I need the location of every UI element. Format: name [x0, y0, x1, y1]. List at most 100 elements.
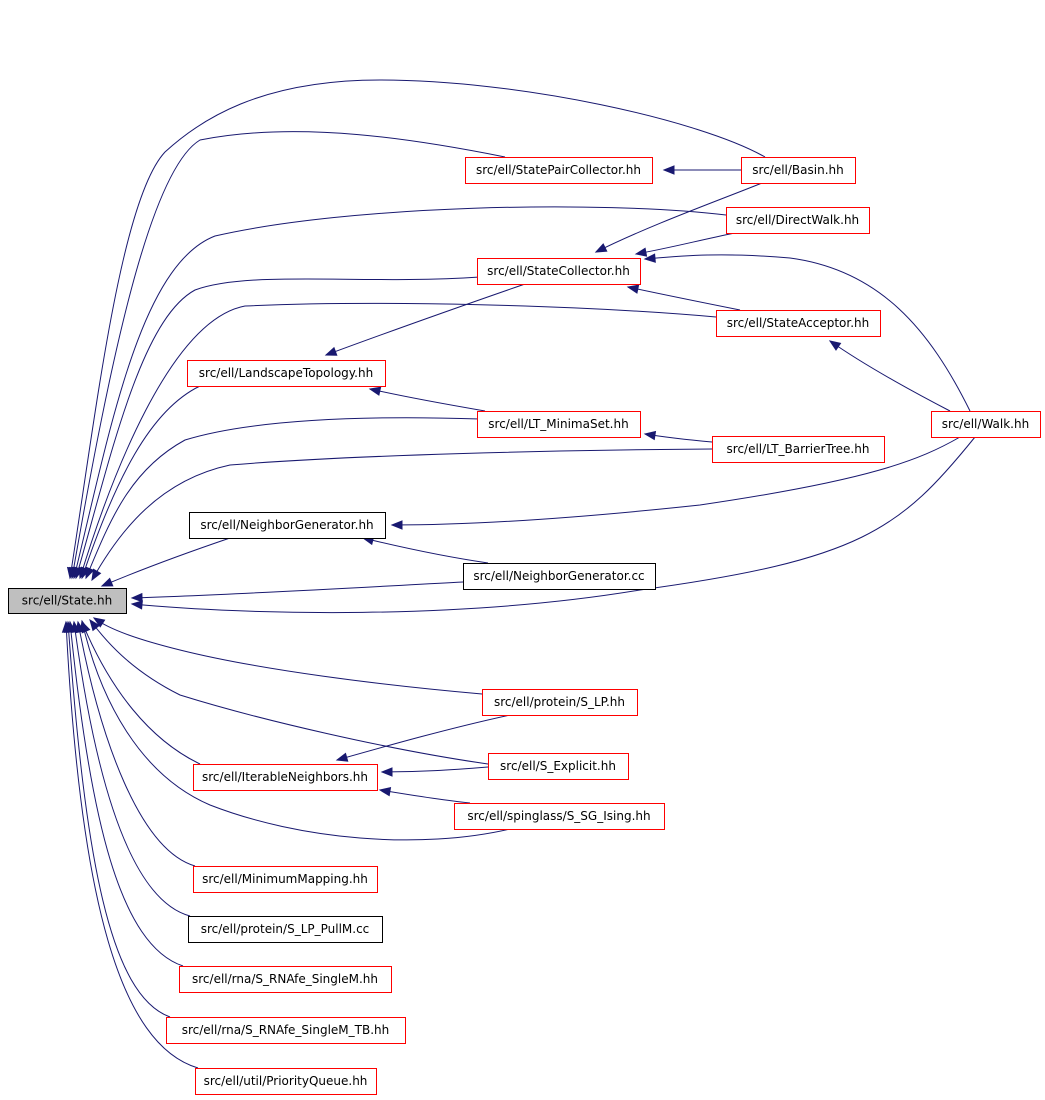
edge-line: [391, 436, 961, 526]
node-s-rnafe-singlem-tb[interactable]: src/ell/rna/S_RNAfe_SingleM_TB.hh: [166, 1017, 406, 1044]
edge-s-lp-to-iterable-neighbors: [335, 714, 511, 762]
edge-line: [69, 79, 766, 579]
node-iterable-neighbors[interactable]: src/ell/IterableNeighbors.hh: [193, 764, 378, 791]
edge-arrowhead: [378, 787, 392, 797]
edge-line: [73, 621, 191, 917]
node-lt-minimaset[interactable]: src/ell/LT_MinimaSet.hh: [477, 411, 641, 438]
edge-s-lp-to-state-hh: [92, 617, 483, 695]
node-s-explicit[interactable]: src/ell/S_Explicit.hh: [488, 753, 629, 780]
edge-line: [93, 617, 483, 695]
edge-line: [81, 621, 201, 765]
edge-arrowhead: [100, 577, 114, 587]
node-label: src/ell/MinimumMapping.hh: [202, 872, 368, 886]
edge-line: [81, 385, 201, 579]
node-state-hh[interactable]: src/ell/State.hh: [8, 588, 127, 614]
edge-landscape-topology-to-state-hh: [80, 385, 201, 580]
edge-walk-to-neighbor-gen-hh: [390, 436, 961, 530]
edge-line: [381, 766, 489, 773]
node-s-sg-ising[interactable]: src/ell/spinglass/S_SG_Ising.hh: [454, 803, 665, 830]
edge-s-sg-ising-to-iterable-neighbors: [378, 787, 471, 804]
node-neighbor-generator-hh[interactable]: src/ell/NeighborGenerator.hh: [189, 512, 386, 539]
node-label: src/ell/protein/S_LP.hh: [494, 695, 625, 709]
edge-line: [362, 537, 489, 564]
node-label: src/ell/State.hh: [22, 594, 112, 608]
edge-line: [67, 621, 171, 1018]
edge-arrowhead: [380, 767, 393, 777]
edge-basin-to-state-hh: [66, 79, 766, 580]
edge-arrowhead: [643, 430, 657, 441]
edge-line: [75, 276, 481, 579]
edge-neighbor-gen-cc-to-neighbor-gen-hh: [361, 535, 489, 564]
edge-state-acceptor-to-state-hh: [78, 302, 717, 580]
edge-arrowhead: [324, 346, 338, 356]
node-label: src/ell/util/PriorityQueue.hh: [204, 1074, 368, 1088]
edge-line: [101, 537, 231, 587]
node-s-lp[interactable]: src/ell/protein/S_LP.hh: [482, 689, 638, 716]
node-label: src/ell/LT_MinimaSet.hh: [488, 417, 628, 431]
edge-line: [369, 388, 486, 412]
node-landscape-topology[interactable]: src/ell/LandscapeTopology.hh: [187, 360, 386, 387]
edge-line: [71, 131, 506, 579]
node-minimum-mapping[interactable]: src/ell/MinimumMapping.hh: [193, 866, 378, 893]
node-neighbor-generator-cc[interactable]: src/ell/NeighborGenerator.cc: [463, 563, 656, 590]
edge-lt-barriertree-to-state-hh: [91, 448, 713, 582]
edge-s-explicit-to-state-hh: [89, 618, 489, 765]
edge-arrowhead: [130, 592, 143, 603]
edge-neighbor-gen-hh-to-state-hh: [100, 537, 231, 587]
edge-lt-minimaset-to-landscape-topology: [368, 386, 486, 412]
edge-arrowhead: [61, 620, 72, 633]
edge-walk-to-state-collector: [643, 253, 971, 412]
edge-line: [65, 621, 199, 1069]
edge-lt-minimaset-to-state-hh: [85, 417, 481, 580]
edge-state-acceptor-to-state-collector: [626, 284, 741, 311]
edge-line: [79, 302, 717, 579]
node-state-acceptor[interactable]: src/ell/StateAcceptor.hh: [716, 310, 881, 337]
edge-line: [131, 581, 464, 599]
node-direct-walk[interactable]: src/ell/DirectWalk.hh: [726, 207, 870, 234]
node-label: src/ell/IterableNeighbors.hh: [202, 770, 368, 784]
edge-direct-walk-to-state-collector: [634, 232, 736, 257]
node-label: src/ell/NeighborGenerator.hh: [200, 518, 373, 532]
edge-state-collector-to-landscape-topology: [324, 283, 526, 356]
edge-state-pair-coll-to-state-hh: [69, 131, 506, 580]
edge-arrowhead: [81, 620, 91, 634]
edge-line: [635, 232, 736, 255]
node-state-pair-collector[interactable]: src/ell/StatePairCollector.hh: [465, 157, 653, 184]
edge-arrowhead: [626, 284, 640, 294]
edge-arrowhead: [643, 253, 656, 263]
edge-walk-to-state-hh: [130, 436, 976, 614]
edge-priority-queue-to-state-hh: [61, 620, 199, 1069]
edge-line: [131, 436, 976, 614]
edge-line: [69, 621, 184, 967]
node-lt-barriertree[interactable]: src/ell/LT_BarrierTree.hh: [712, 436, 885, 463]
edge-arrowhead: [92, 617, 106, 628]
edge-arrowhead: [368, 386, 382, 396]
edge-arrowhead: [91, 568, 102, 582]
node-basin[interactable]: src/ell/Basin.hh: [741, 157, 856, 184]
edge-arrowhead: [662, 165, 675, 175]
node-label: src/ell/LandscapeTopology.hh: [199, 366, 373, 380]
edge-line: [85, 417, 481, 579]
node-label: src/ell/StateAcceptor.hh: [727, 316, 870, 330]
node-label: src/ell/rna/S_RNAfe_SingleM.hh: [192, 972, 378, 986]
edge-line: [77, 621, 196, 867]
node-s-rnafe-singlem[interactable]: src/ell/rna/S_RNAfe_SingleM.hh: [179, 966, 392, 993]
edge-line: [336, 714, 511, 761]
edge-arrowhead: [594, 243, 608, 253]
node-walk[interactable]: src/ell/Walk.hh: [931, 411, 1041, 438]
node-label: src/ell/Basin.hh: [752, 163, 843, 177]
node-state-collector[interactable]: src/ell/StateCollector.hh: [477, 258, 641, 285]
node-priority-queue[interactable]: src/ell/util/PriorityQueue.hh: [195, 1068, 377, 1095]
edge-line: [89, 619, 489, 765]
edge-basin-to-state-pair-coll: [662, 165, 741, 175]
edge-arrowhead: [130, 600, 143, 610]
edge-line: [627, 286, 741, 311]
node-label: src/ell/StateCollector.hh: [487, 264, 630, 278]
node-label: src/ell/StatePairCollector.hh: [476, 163, 641, 177]
edge-line: [91, 448, 713, 581]
node-label: src/ell/Walk.hh: [942, 417, 1029, 431]
edge-line: [379, 789, 471, 804]
edge-lt-barriertree-to-lt-minimaset: [643, 430, 713, 443]
node-s-lp-pullm[interactable]: src/ell/protein/S_LP_PullM.cc: [188, 916, 383, 943]
edge-line: [644, 254, 971, 412]
